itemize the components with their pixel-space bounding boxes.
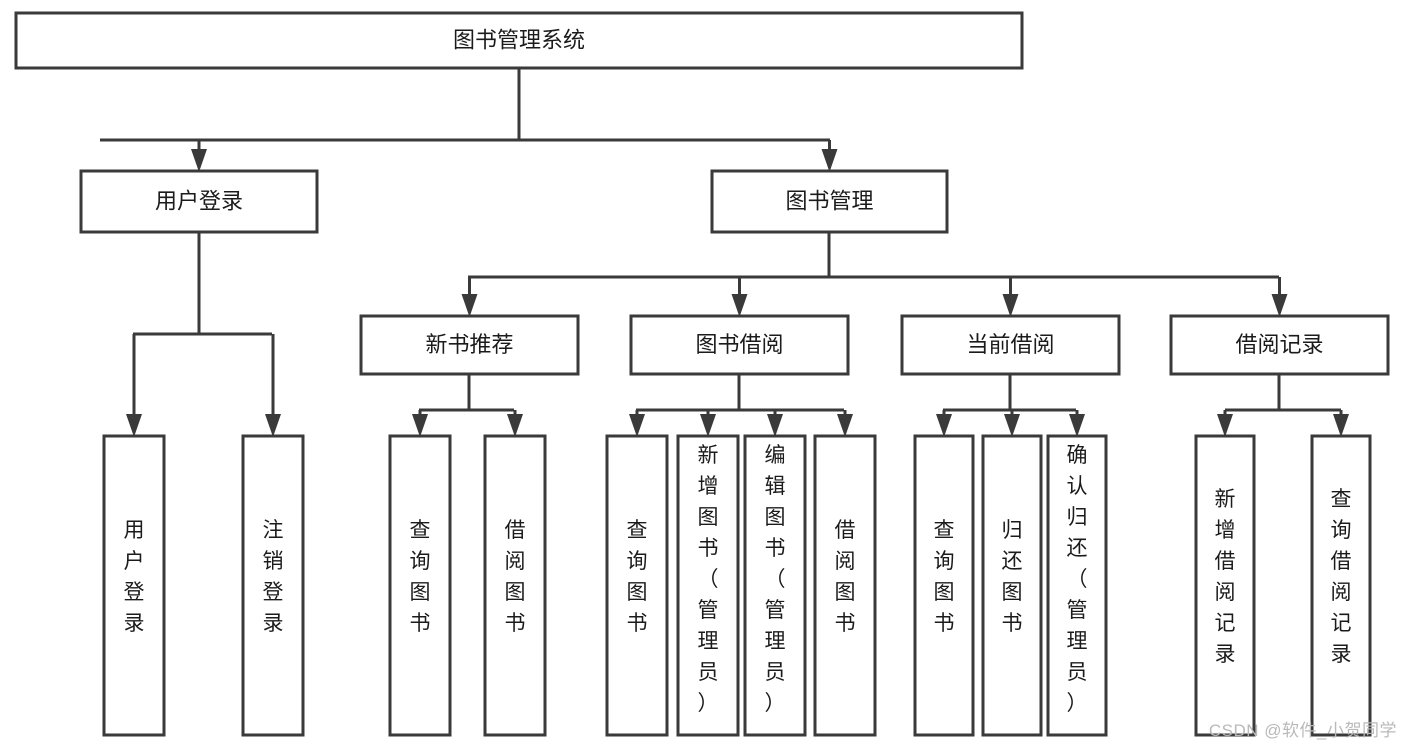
edge-current-borrow-to-leaf-return-book	[1004, 410, 1020, 437]
node-leaf-add-record[interactable]: 新增借阅记录	[1194, 434, 1256, 737]
node-box-leaf-edit-book	[743, 434, 807, 737]
node-new-book-rec[interactable]: 新书推荐	[359, 314, 580, 376]
node-leaf-borrow-book-1[interactable]: 借阅图书	[483, 434, 547, 737]
edge-book-borrow-to-leaf-query-book-2	[629, 410, 645, 437]
edge-book-manage-to-book-borrow	[731, 277, 748, 317]
node-label-leaf-return-book: 归还图书	[1002, 519, 1023, 635]
connector-bus-book-manage	[468, 232, 1279, 279]
edge-book-borrow-to-leaf-add-book	[700, 410, 716, 437]
node-label-borrow-record: 借阅记录	[1235, 332, 1323, 357]
edge-root-to-book-manage	[821, 140, 838, 172]
node-leaf-query-book-1[interactable]: 查询图书	[388, 434, 452, 737]
node-box-leaf-query-book-3	[913, 434, 975, 737]
edge-book-manage-to-borrow-record	[1271, 277, 1288, 317]
csdn-watermark: CSDN @软件_小贺同学	[1208, 721, 1397, 740]
node-label-leaf-query-record: 查询借阅记录	[1331, 488, 1352, 666]
node-label-book-borrow: 图书借阅	[695, 332, 783, 357]
connector-bus-borrow-record	[1225, 375, 1341, 412]
node-box-leaf-borrow-book-1	[483, 434, 547, 737]
node-label-leaf-query-book-1: 查询图书	[410, 519, 431, 635]
edge-current-borrow-to-leaf-confirm-return	[1069, 410, 1085, 437]
connector-bus-root	[100, 68, 830, 142]
edges-layer	[100, 68, 1349, 437]
node-leaf-borrow-book-2[interactable]: 借阅图书	[813, 434, 877, 737]
node-leaf-edit-book[interactable]: 编辑图书（管理员）	[743, 434, 807, 737]
connector-bus-new-book-rec	[419, 374, 514, 412]
node-label-user-login: 用户登录	[155, 188, 243, 213]
node-leaf-confirm-return[interactable]: 确认归还（管理员）	[1046, 434, 1108, 737]
node-label-leaf-add-book: 新增图书（管理员）	[698, 444, 719, 715]
node-leaf-user-login[interactable]: 用户登录	[102, 434, 166, 737]
node-current-borrow[interactable]: 当前借阅	[900, 314, 1121, 376]
node-leaf-query-book-2[interactable]: 查询图书	[605, 434, 669, 737]
node-leaf-add-book[interactable]: 新增图书（管理员）	[676, 434, 740, 737]
connector-bus-user-login	[133, 232, 272, 336]
node-box-root	[14, 11, 1024, 70]
node-box-user-login	[79, 169, 319, 234]
node-label-leaf-query-book-2: 查询图书	[627, 519, 648, 635]
node-box-leaf-user-login	[102, 434, 166, 737]
node-label-leaf-confirm-return: 确认归还（管理员）	[1067, 444, 1088, 715]
node-box-leaf-confirm-return	[1046, 434, 1108, 737]
edge-new-book-rec-to-leaf-query-book-1	[412, 410, 428, 437]
node-leaf-query-record[interactable]: 查询借阅记录	[1310, 434, 1372, 737]
node-box-book-manage	[710, 169, 949, 234]
node-label-leaf-borrow-book-1: 借阅图书	[505, 519, 526, 635]
node-box-leaf-borrow-book-2	[813, 434, 877, 737]
node-label-leaf-user-login: 用户登录	[124, 519, 145, 635]
node-box-leaf-query-book-1	[388, 434, 452, 737]
edge-book-borrow-to-leaf-edit-book	[767, 410, 783, 437]
node-box-current-borrow	[900, 314, 1121, 376]
node-leaf-return-book[interactable]: 归还图书	[981, 434, 1043, 737]
node-label-leaf-query-book-3: 查询图书	[934, 519, 955, 635]
node-label-root: 图书管理系统	[453, 27, 585, 52]
node-root[interactable]: 图书管理系统	[14, 11, 1024, 70]
edge-current-borrow-to-leaf-query-book-3	[936, 410, 952, 437]
node-box-new-book-rec	[359, 314, 580, 376]
edge-book-manage-to-new-book-rec	[461, 277, 478, 317]
node-label-current-borrow: 当前借阅	[966, 332, 1054, 357]
node-box-borrow-record	[1169, 314, 1390, 376]
connector-bus-current-borrow	[943, 374, 1076, 412]
node-label-leaf-borrow-book-2: 借阅图书	[835, 519, 856, 635]
node-leaf-query-book-3[interactable]: 查询图书	[913, 434, 975, 737]
node-book-borrow[interactable]: 图书借阅	[629, 314, 850, 376]
node-borrow-record[interactable]: 借阅记录	[1169, 314, 1390, 376]
node-leaf-logout[interactable]: 注销登录	[241, 434, 305, 737]
node-label-leaf-add-record: 新增借阅记录	[1215, 488, 1236, 666]
node-box-leaf-logout	[241, 434, 305, 737]
node-box-leaf-query-record	[1310, 434, 1372, 737]
edge-user-login-to-leaf-user-login	[126, 334, 142, 437]
node-box-leaf-add-book	[676, 434, 740, 737]
node-box-leaf-return-book	[981, 434, 1043, 737]
node-label-book-manage: 图书管理	[785, 188, 873, 213]
node-user-login[interactable]: 用户登录	[79, 169, 319, 234]
node-box-book-borrow	[629, 314, 850, 376]
edge-book-borrow-to-leaf-borrow-book-2	[837, 410, 853, 437]
node-label-leaf-edit-book: 编辑图书（管理员）	[765, 444, 786, 715]
edge-borrow-record-to-leaf-query-record	[1333, 410, 1349, 437]
node-label-leaf-logout: 注销登录	[263, 519, 284, 635]
node-label-new-book-rec: 新书推荐	[425, 332, 513, 357]
edge-book-manage-to-current-borrow	[1002, 277, 1019, 317]
node-book-manage[interactable]: 图书管理	[710, 169, 949, 234]
nodes-layer: 图书管理系统用户登录图书管理新书推荐图书借阅当前借阅借阅记录用户登录注销登录查询…	[14, 11, 1390, 737]
edge-user-login-to-leaf-logout	[265, 334, 281, 437]
node-box-leaf-add-record	[1194, 434, 1256, 737]
node-box-leaf-query-book-2	[605, 434, 669, 737]
edge-new-book-rec-to-leaf-borrow-book-1	[507, 410, 523, 437]
edge-borrow-record-to-leaf-add-record	[1217, 410, 1233, 437]
edge-root-to-user-login	[191, 140, 207, 172]
connector-bus-book-borrow	[636, 374, 844, 412]
